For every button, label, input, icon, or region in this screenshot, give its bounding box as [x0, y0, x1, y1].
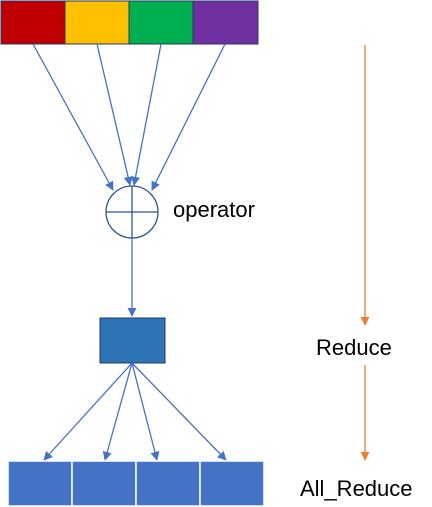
output-segment-1 [7, 460, 73, 507]
reduced-block [99, 317, 166, 364]
output-arrows [43, 362, 227, 461]
output-segments [7, 460, 265, 507]
reduce-label: Reduce [316, 335, 392, 360]
operator-label: operator [173, 197, 255, 222]
arrow-reduced-to-output-3 [131, 362, 160, 461]
arrow-purple-to-operator [151, 43, 226, 191]
input-segment-red [0, 0, 66, 45]
input-segment-green [128, 0, 194, 45]
input-segment-yellow [64, 0, 130, 45]
arrow-green-to-operator [131, 43, 162, 186]
output-segment-3 [135, 460, 201, 507]
operator-symbol [105, 185, 159, 239]
arrow-reduced-to-output-4 [131, 362, 227, 461]
arrow-red-to-operator [32, 43, 114, 191]
output-segment-4 [199, 460, 265, 507]
arrow-reduced-to-output-1 [43, 362, 133, 461]
arrow-reduced-to-output-2 [102, 362, 133, 461]
output-segment-2 [71, 460, 137, 507]
input-segments [0, 0, 259, 45]
input-arrows [32, 43, 226, 191]
all-reduce-label: All_Reduce [300, 476, 413, 501]
input-segment-purple [192, 0, 259, 45]
arrow-yellow-to-operator [96, 43, 133, 186]
